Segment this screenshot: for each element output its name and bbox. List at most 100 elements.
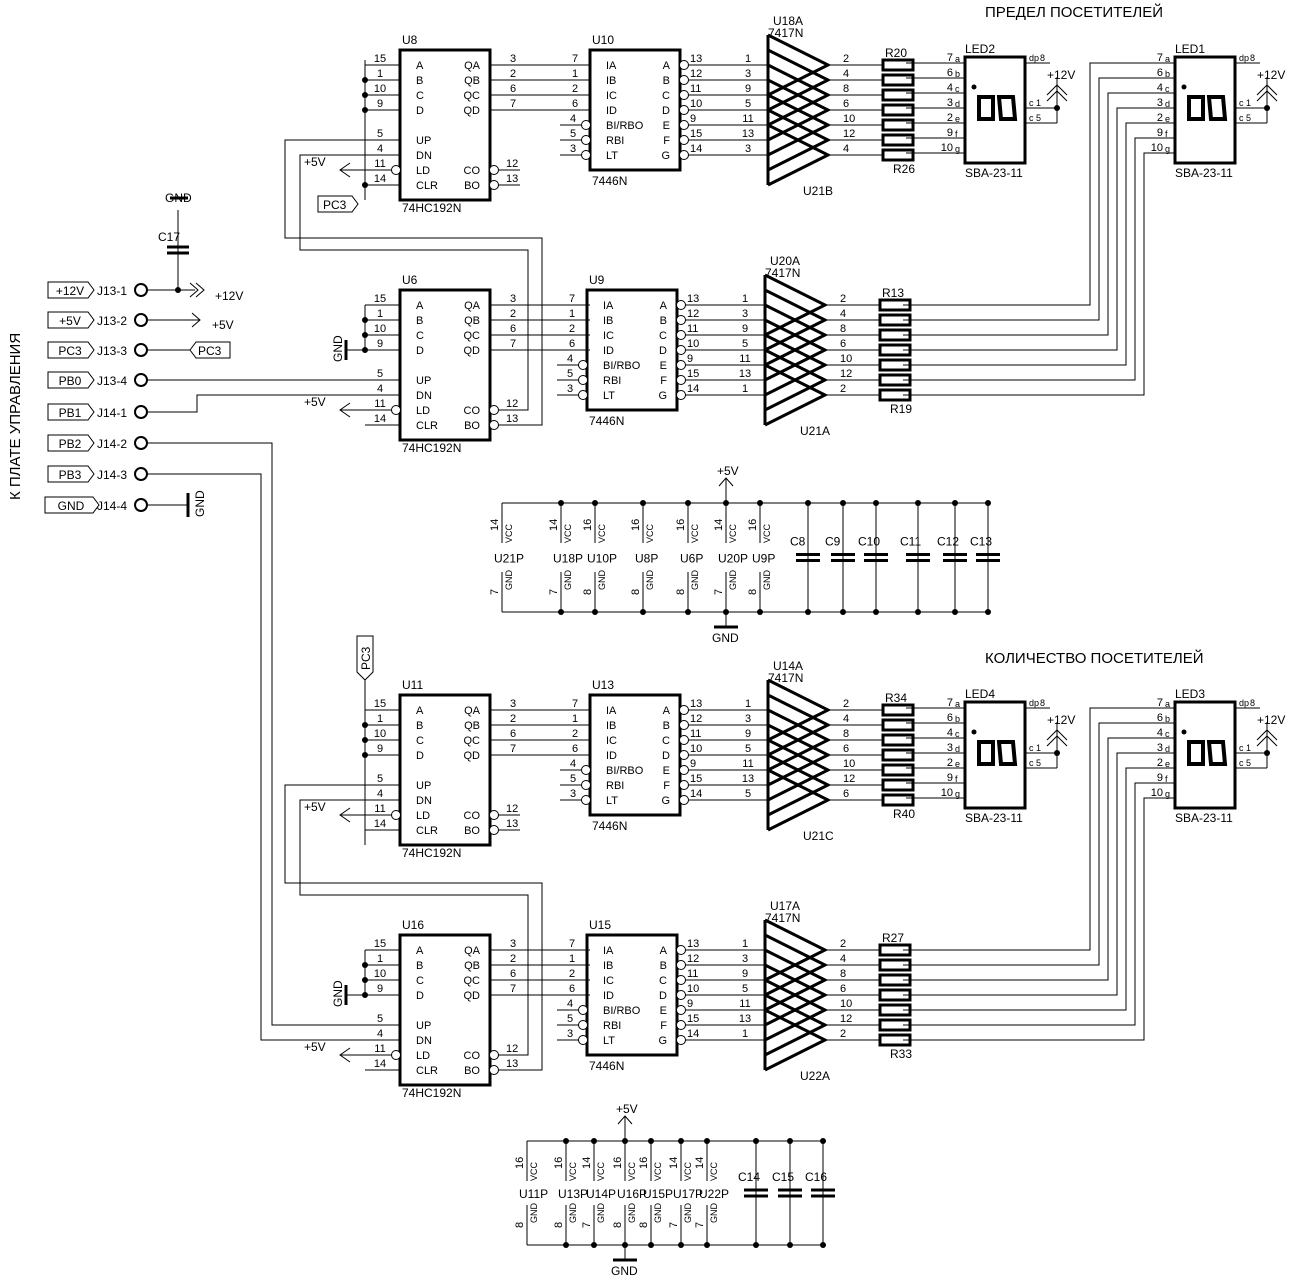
pin-name: QB <box>464 960 480 972</box>
pin-name: A <box>416 705 424 717</box>
vcc-pin-number: 16 <box>514 1157 526 1169</box>
pin-name: D <box>416 105 424 117</box>
inversion-bubble <box>578 1020 588 1030</box>
vcc-pin-number: 16 <box>638 1157 650 1169</box>
pin-name: QB <box>464 315 480 327</box>
pin-number: 10 <box>374 323 386 335</box>
led-seg-name: f <box>1165 129 1168 139</box>
decoder-part: 7446N <box>592 819 627 833</box>
junction-dot <box>873 500 879 506</box>
buffer-triangle <box>764 363 829 427</box>
buffer-part: 7417N <box>768 26 803 40</box>
led-seg-name: c <box>955 729 960 739</box>
connector-net: PB3 <box>59 468 82 482</box>
inversion-bubble <box>679 795 689 805</box>
pin-name: E <box>660 1005 667 1017</box>
inversion-bubble <box>489 405 499 415</box>
buffer-triangle <box>764 1008 829 1072</box>
pin-name: C <box>416 975 424 987</box>
led-ca2-pin: 5 <box>1246 758 1251 768</box>
pin-number: 4 <box>377 143 383 155</box>
pin-name: C <box>659 330 667 342</box>
counter-u8: U815A1B10C9D5UP4DN11LD14CLR3QA2QB6QC7QD1… <box>365 33 590 215</box>
connector-flag <box>47 434 95 452</box>
led-pin-number: 10 <box>1151 142 1163 154</box>
led-pin-number: 6 <box>1157 67 1163 79</box>
pin-name: IB <box>603 960 613 972</box>
pin-number: 5 <box>567 1013 573 1025</box>
buffer-pin-out: 12 <box>840 1013 852 1025</box>
buffer-triangle <box>764 918 829 982</box>
buffer-pin-out: 2 <box>840 293 846 305</box>
buffer-pin-out: 10 <box>840 998 852 1010</box>
pin-name: IC <box>606 90 617 102</box>
pin-name: QB <box>464 720 480 732</box>
led-ca2: c <box>1029 113 1034 123</box>
junction-dot <box>704 1138 710 1144</box>
pin-name: G <box>661 150 670 162</box>
buffer-pin-out: 6 <box>840 983 846 995</box>
junction-dot <box>704 1242 710 1248</box>
gnd-pin-number: 8 <box>553 1222 565 1228</box>
connector-terminal <box>134 467 148 481</box>
resistor <box>881 793 915 807</box>
led-seg-name: c <box>1165 84 1170 94</box>
pin-name: UP <box>416 135 431 147</box>
led-pin-number: 6 <box>947 712 953 724</box>
led-pin-number: 2 <box>1157 112 1163 124</box>
pin-name: IB <box>606 720 616 732</box>
buffer-pin-in: 3 <box>742 953 748 965</box>
junction-dot <box>952 609 958 615</box>
connector-flag <box>47 281 95 299</box>
buffer-pin-out: 6 <box>843 788 849 800</box>
pin-number: 10 <box>374 968 386 980</box>
cap-ref: C10 <box>858 535 880 549</box>
wire <box>903 92 1155 336</box>
inversion-bubble <box>679 705 689 715</box>
pin-name: IC <box>606 735 617 747</box>
buffer-pin-in: 13 <box>739 1013 751 1025</box>
pin-number: 14 <box>687 1028 699 1040</box>
pin-number: 6 <box>510 83 516 95</box>
wire <box>903 62 1155 306</box>
pin-name: B <box>416 720 423 732</box>
pin-name: A <box>416 300 424 312</box>
pin-name: IA <box>606 60 617 72</box>
power-part-ref: U6P <box>680 552 703 566</box>
resistor-ref-bottom: R26 <box>893 162 915 176</box>
supply-label: +12V <box>215 289 243 303</box>
pin-number: 9 <box>377 338 383 350</box>
pc3-flag-label: PC3 <box>198 344 222 358</box>
pin-name: C <box>659 975 667 987</box>
led-pin-number: 7 <box>1157 697 1163 709</box>
junction-dot <box>362 317 368 323</box>
supply-arrow <box>718 477 734 487</box>
pin-name: RBI <box>606 780 624 792</box>
inversion-bubble <box>489 165 499 175</box>
pin-name: DN <box>416 150 432 162</box>
junction-dot <box>648 1138 654 1144</box>
inversion-bubble <box>581 765 591 775</box>
pin-number: 12 <box>687 953 699 965</box>
gnd-label: GND <box>611 1264 638 1278</box>
led-seg-name: f <box>955 774 958 784</box>
resistor <box>881 733 915 747</box>
pin-name: QA <box>464 945 481 957</box>
led-seg-name: d <box>955 744 960 754</box>
vcc-pin-number: 14 <box>489 519 501 531</box>
connector-net: PB0 <box>59 374 82 388</box>
power-part-ref: U11P <box>519 1187 548 1201</box>
pin-number: 7 <box>569 293 575 305</box>
connector-pin: J13-2 <box>97 314 127 328</box>
junction-dot <box>558 609 564 615</box>
pin-number: 6 <box>569 338 575 350</box>
pin-name: ID <box>606 105 617 117</box>
decimal-point <box>1181 84 1187 90</box>
led-seg-name: g <box>955 789 960 799</box>
inversion-bubble <box>676 375 686 385</box>
resistor-ref-bottom: R19 <box>890 402 912 416</box>
buffer-pin-in: 3 <box>745 143 751 155</box>
buffer-pin-in: 1 <box>742 293 748 305</box>
